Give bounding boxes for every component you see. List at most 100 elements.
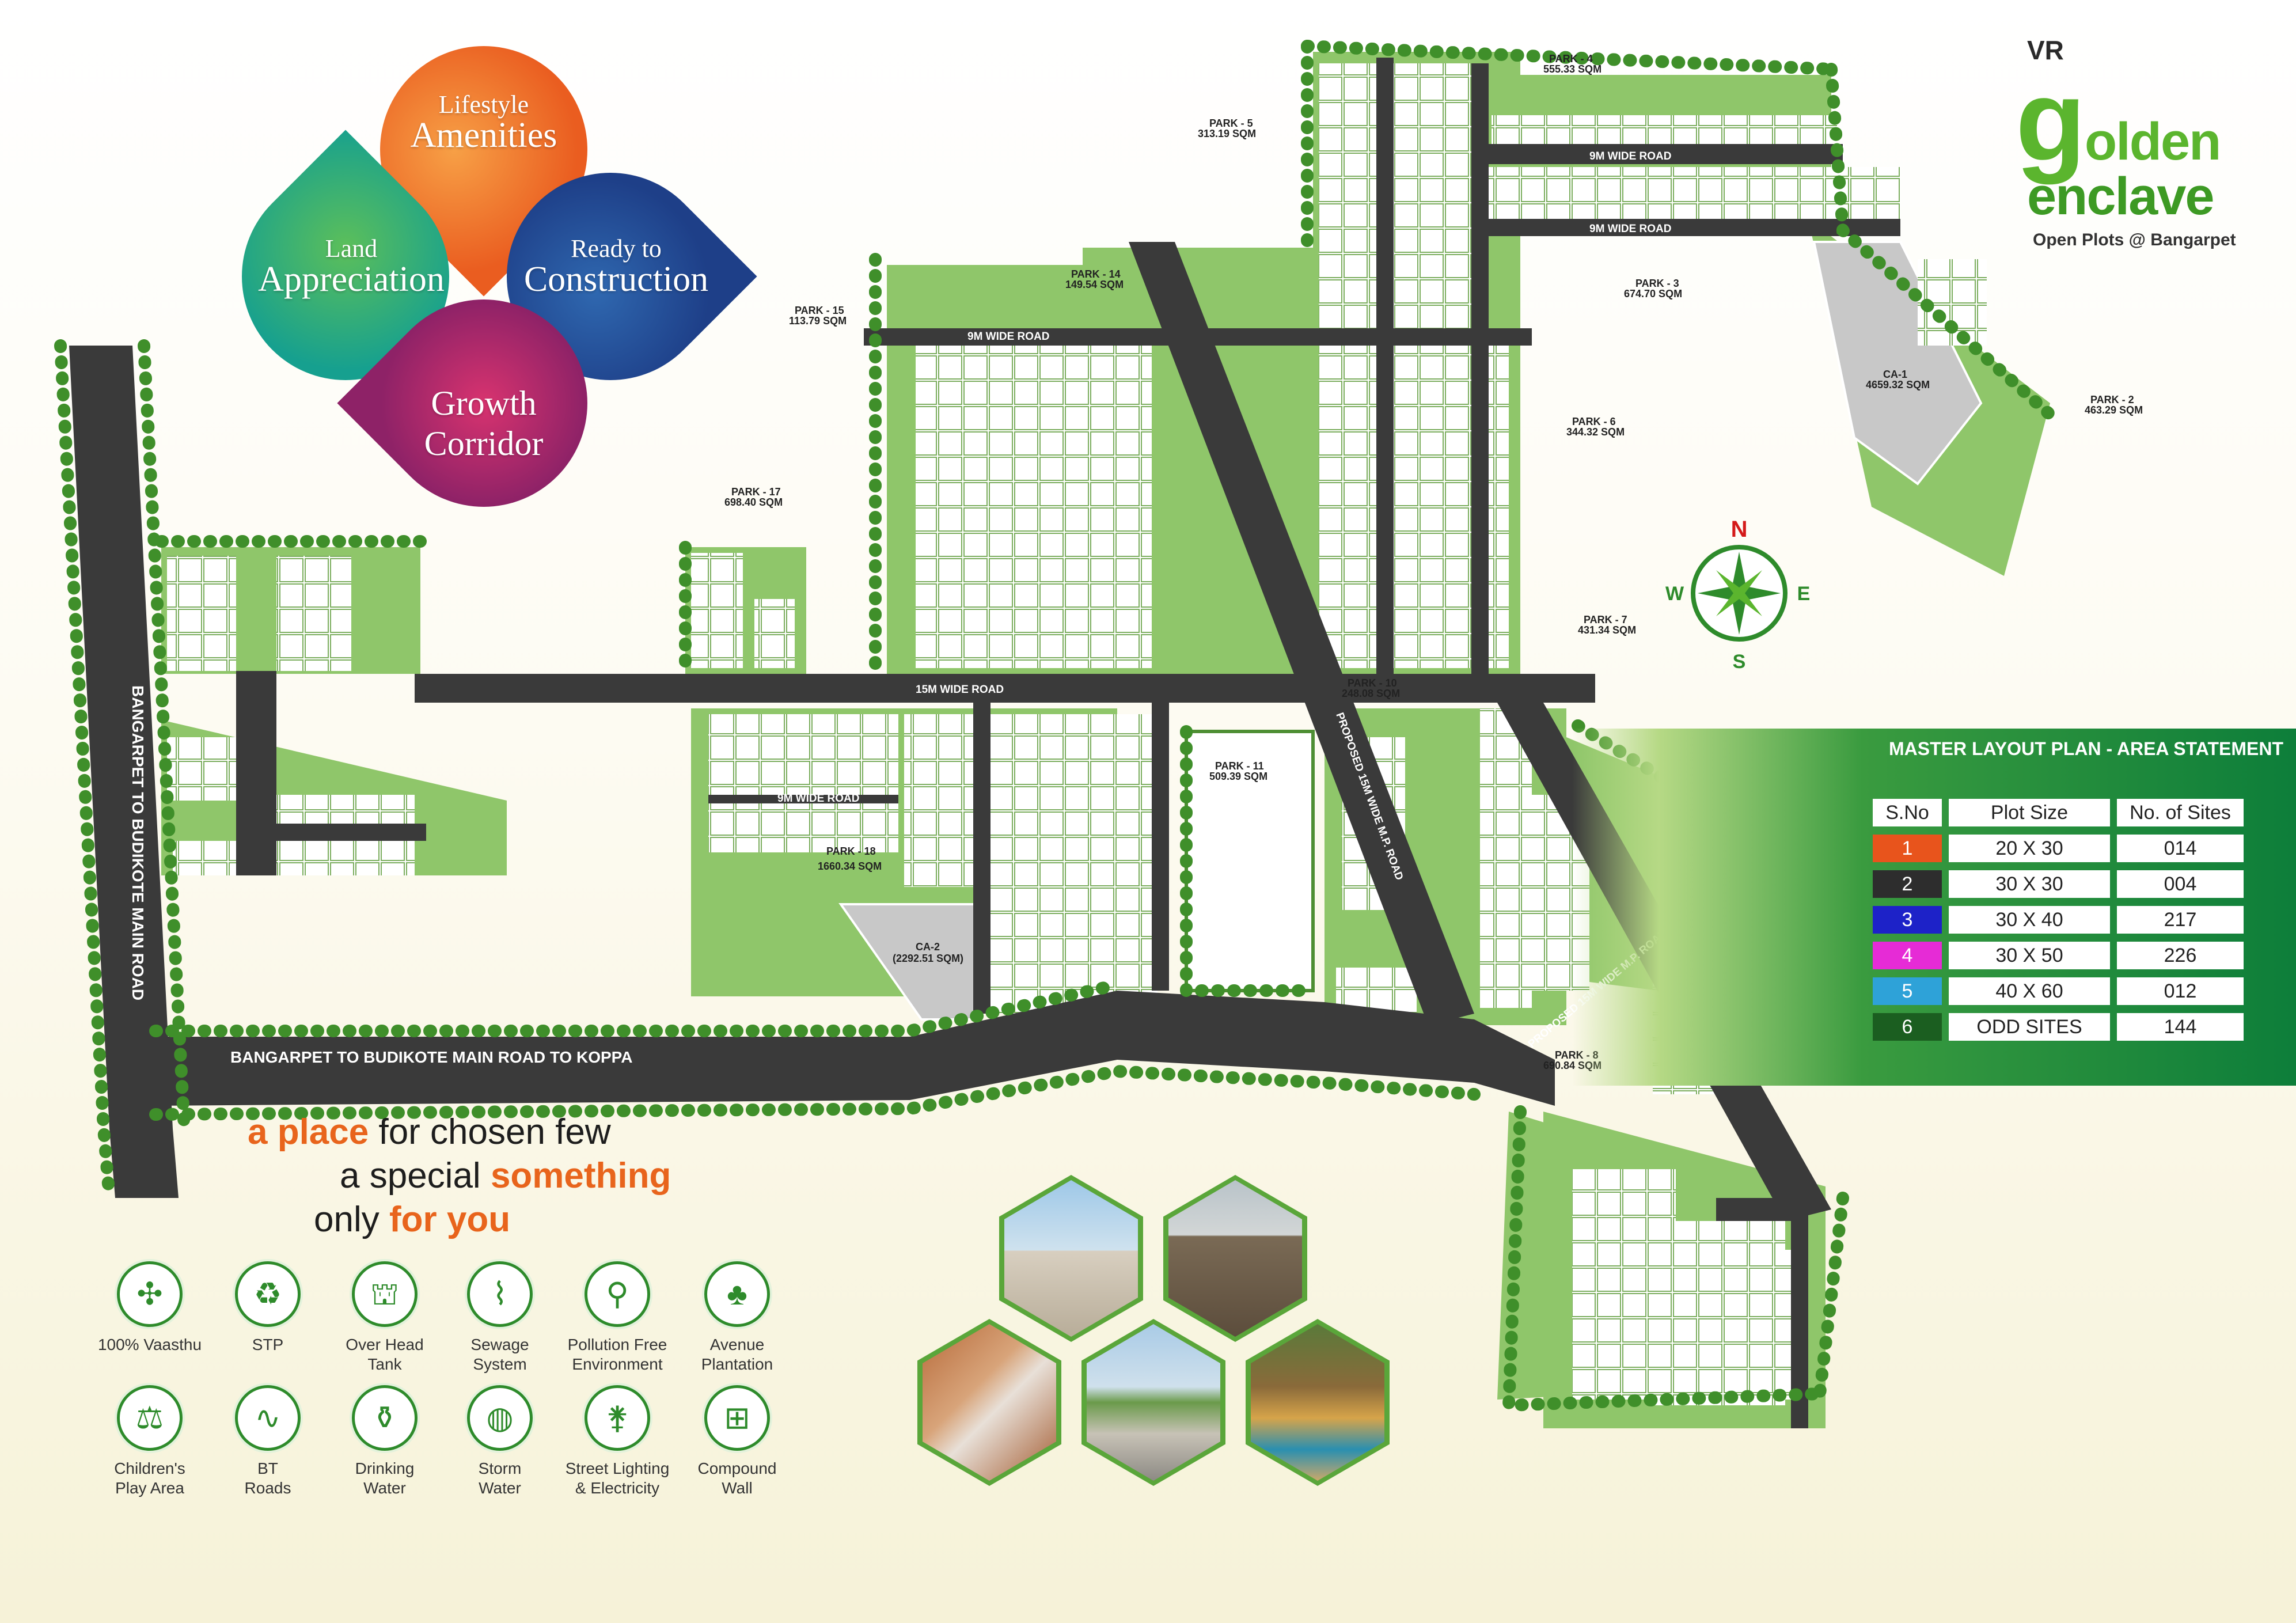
petal-growth-text: Growth Corridor (369, 386, 599, 461)
seesaw-icon: ⚖ (117, 1385, 183, 1451)
tree-borders (54, 40, 2056, 1412)
road-15m-label: 15M WIDE ROAD (916, 684, 1004, 696)
road-9m-label-4: 9M WIDE ROAD (777, 792, 860, 805)
park-14-area: 149.54 SQM (1065, 279, 1124, 290)
park-14-name: PARK - 14 (1071, 268, 1121, 280)
row-sno: 4 (1873, 942, 1942, 969)
petal-lifestyle-big: Amenities (410, 116, 557, 155)
table-row: 2 30 X 30 004 (1873, 870, 2244, 898)
table-row: 4 30 X 50 226 (1873, 942, 2244, 969)
table-row: 3 30 X 40 217 (1873, 906, 2244, 934)
petal-lifestyle-small: Lifestyle (438, 90, 529, 119)
area-statement-title: MASTER LAYOUT PLAN - AREA STATEMENT (1889, 738, 2284, 759)
compass-east: E (1797, 583, 1811, 605)
row-plot-size: 40 X 60 (1949, 977, 2110, 1005)
plot-blocks (167, 63, 1987, 1405)
row-sno: 2 (1873, 870, 1942, 898)
park-17-name: PARK - 17 (731, 486, 781, 498)
park-4-area: 555.33 SQM (1543, 63, 1601, 75)
row-no-of-sites: 144 (2117, 1013, 2244, 1041)
row-sno: 1 (1873, 835, 1942, 862)
petal-appreciation-text: Land Appreciation (230, 234, 472, 299)
road-9m-label-1: 9M WIDE ROAD (967, 331, 1050, 343)
compass-rose: N S E W (1665, 517, 1810, 673)
main-road-vertical-label: BANGARPET TO BUDIKOTE MAIN ROAD (129, 685, 147, 1000)
row-sno: 3 (1873, 906, 1942, 934)
brand-logo: VR g olden enclave Open Plots @ Bangarpe… (2004, 29, 2246, 249)
diagonal-mp-road (1129, 242, 1474, 1025)
petal-growth-small: Corridor (424, 424, 544, 462)
pipe-icon: ⌇ (467, 1261, 533, 1327)
park-6-area: 344.32 SQM (1566, 426, 1625, 438)
park-2-name: PARK - 2 (2090, 394, 2134, 405)
park-15-area: 113.79 SQM (789, 315, 847, 327)
compass-south: S (1733, 651, 1746, 673)
row-no-of-sites: 226 (2117, 942, 2244, 969)
road-9m-mid (864, 328, 1532, 346)
tagline-line-3-pre: only (314, 1200, 389, 1239)
petal-land-big: Appreciation (258, 260, 445, 299)
tagline-line-1-rest: for chosen few (369, 1112, 611, 1152)
road-icon: ∿ (235, 1385, 301, 1451)
park-11-name: PARK - 11 (1215, 760, 1264, 772)
row-plot-size: 30 X 40 (1949, 906, 2110, 934)
park-18-area: 1660.34 SQM (818, 860, 882, 872)
park-3-name: PARK - 3 (1635, 278, 1679, 289)
leaf-pin-icon: ⚲ (585, 1261, 650, 1327)
park-11-area (1185, 730, 1315, 992)
logo-vr: VR (2027, 35, 2064, 65)
tagline-line-2-highlight: something (490, 1156, 671, 1196)
park-4-name: PARK - 4 (1549, 53, 1593, 65)
civic-area-1 (1812, 241, 1983, 486)
compass-west: W (1665, 583, 1684, 605)
petal-lifestyle-text: Lifestyle Amenities (380, 90, 587, 155)
header-sno: S.No (1873, 799, 1942, 826)
petal-ready-small: Ready to (571, 234, 662, 263)
tagline-line-1-highlight: a place (248, 1112, 369, 1152)
park-5-name: PARK - 5 (1209, 117, 1253, 129)
tap-icon: ⚱ (352, 1385, 418, 1451)
road-west-spur (248, 824, 426, 841)
road-9m-vertical-2 (1471, 63, 1489, 674)
row-no-of-sites: 012 (2117, 977, 2244, 1005)
main-road-label: BANGARPET TO BUDIKOTE MAIN ROAD TO KOPPA (230, 1048, 632, 1066)
petal-construction-text: Ready to Construction (495, 234, 737, 299)
petal-ready-big: Construction (523, 260, 709, 299)
row-no-of-sites: 217 (2117, 906, 2244, 934)
logo-g: g (2016, 56, 2086, 185)
road-9m-lower (708, 795, 898, 803)
tagline-line-3: only for you (314, 1199, 510, 1240)
road-west-spur-2 (236, 671, 276, 875)
petal-land-small: Land (325, 234, 378, 263)
row-no-of-sites: 004 (2117, 870, 2244, 898)
compass-north: N (1731, 517, 1748, 542)
park-10-name: PARK - 10 (1348, 677, 1397, 689)
road-9m-north-2 (1486, 219, 1900, 236)
storm-drain-icon: ◍ (467, 1385, 533, 1451)
area-statement-table: S.No Plot Size No. of Sites 1 20 X 30 01… (1866, 791, 2251, 1049)
park-5-area: 313.19 SQM (1198, 128, 1256, 139)
park-7-name: PARK - 7 (1584, 614, 1627, 625)
row-plot-size: 30 X 30 (1949, 870, 2110, 898)
ca-2-area: (2292.51 SQM) (893, 953, 963, 964)
row-no-of-sites: 014 (2117, 835, 2244, 862)
park-2-area: 463.29 SQM (2085, 404, 2143, 416)
compass-icon: ✣ (117, 1261, 183, 1327)
road-9m-label-3: 9M WIDE ROAD (1589, 223, 1672, 235)
ca-2-name: CA-2 (916, 941, 940, 953)
park-18-name: PARK - 18 (826, 845, 876, 857)
road-15m (415, 674, 1595, 703)
fence-icon: ⊞ (704, 1385, 770, 1451)
table-header-row: S.No Plot Size No. of Sites (1873, 799, 2244, 826)
logo-olden: olden (2085, 112, 2221, 171)
streetlight-icon: ⚵ (585, 1385, 650, 1451)
main-road-horizontal (150, 991, 1555, 1106)
park-10-area: 248.08 SQM (1342, 688, 1400, 699)
